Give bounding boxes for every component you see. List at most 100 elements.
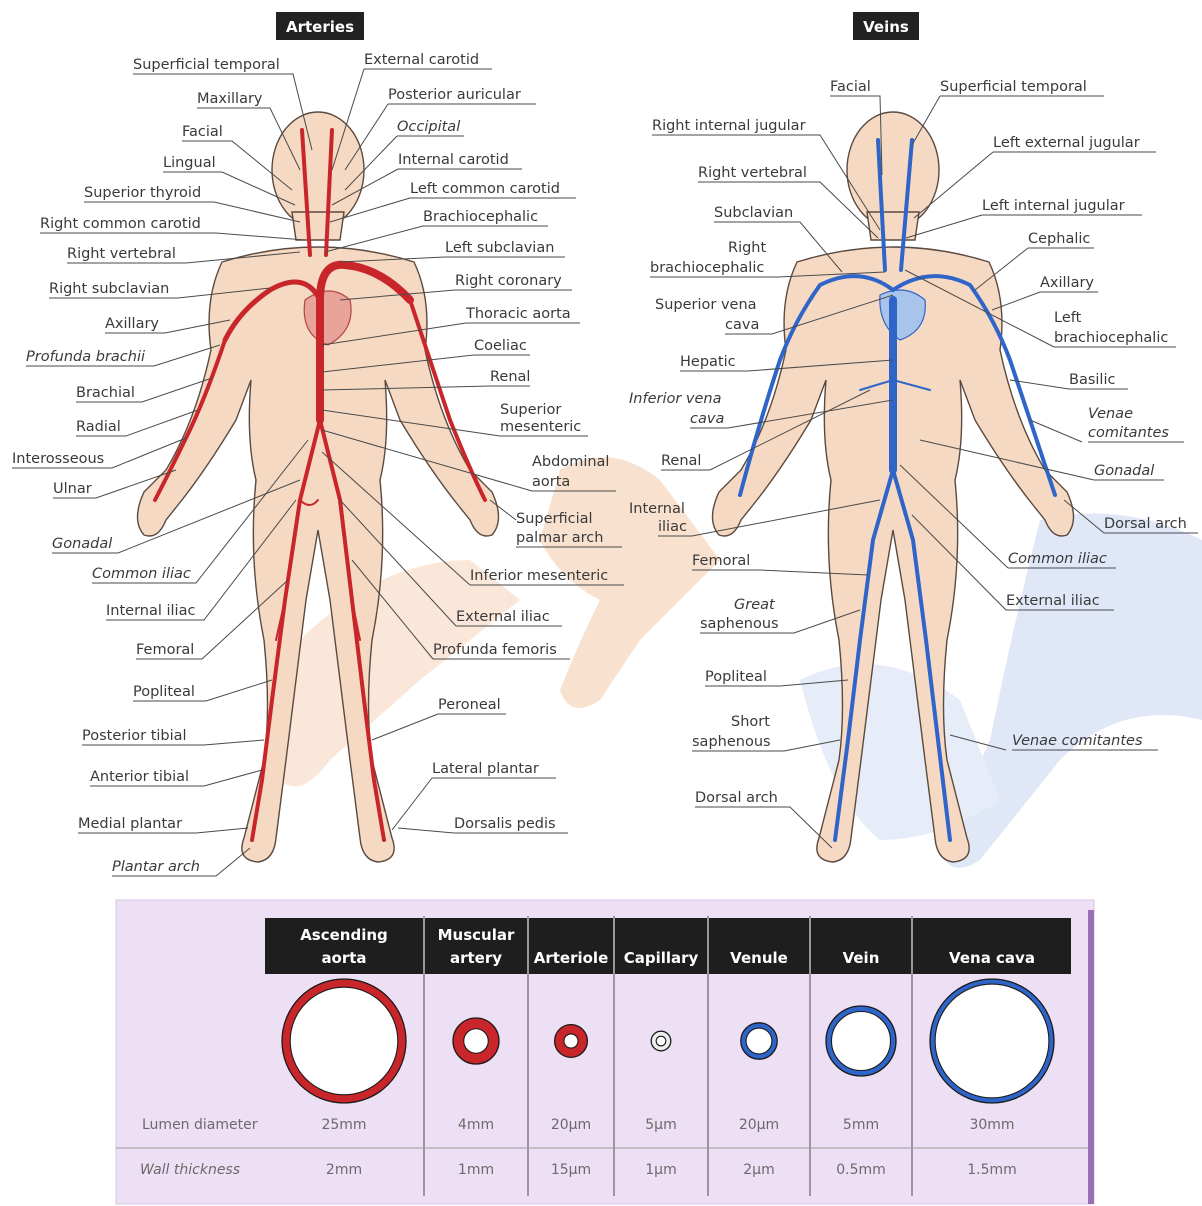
- veins-title: Veins: [863, 18, 909, 36]
- vessel-name-line1: Muscular: [438, 926, 515, 944]
- label-maxillary: Maxillary: [197, 91, 263, 107]
- label-left-brachiocephalic-1: Left: [1054, 310, 1082, 326]
- label-great-saphenous-1: Great: [734, 597, 776, 613]
- lumen-diameter-value: 20µm: [739, 1117, 779, 1133]
- vessel-name-line2: artery: [450, 949, 502, 967]
- label-plantar-arch: Plantar arch: [112, 859, 200, 875]
- label-femoral-vein: Femoral: [692, 553, 750, 569]
- arteries-title: Arteries: [286, 18, 354, 36]
- vessel-name: Vein: [843, 949, 880, 967]
- vessel-name: Capillary: [624, 949, 699, 967]
- vessel-name-line2: aorta: [321, 949, 366, 967]
- label-brachiocephalic-artery: Brachiocephalic: [423, 209, 538, 225]
- label-superficial-temporal-artery: Superficial temporal: [133, 57, 280, 73]
- label-left-external-jugular: Left external jugular: [993, 135, 1140, 151]
- vessel-cross-section-lumen: [746, 1028, 772, 1054]
- vessel-cross-section-lumen: [564, 1034, 578, 1048]
- vessel-name-line1: Ascending: [300, 926, 388, 944]
- vessel-name: Arteriole: [534, 949, 609, 967]
- label-lateral-plantar: Lateral plantar: [432, 761, 539, 777]
- label-basilic: Basilic: [1069, 372, 1115, 388]
- wall-thickness-value: 0.5mm: [836, 1162, 886, 1178]
- label-right-vertebral-artery: Right vertebral: [67, 246, 176, 262]
- label-radial: Radial: [76, 419, 121, 435]
- veins-header: Veins: [853, 12, 919, 40]
- label-renal-artery: Renal: [490, 369, 530, 385]
- label-dorsalis-pedis: Dorsalis pedis: [454, 816, 556, 832]
- label-internal-iliac-artery: Internal iliac: [106, 603, 195, 619]
- lumen-diameter-value: 20µm: [551, 1117, 591, 1133]
- label-superficial-temporal-vein: Superficial temporal: [940, 79, 1087, 95]
- label-hepatic: Hepatic: [680, 354, 736, 370]
- wall-thickness-value: 1mm: [458, 1162, 494, 1178]
- wall-thickness-value: 2mm: [326, 1162, 362, 1178]
- label-axillary-vein: Axillary: [1040, 275, 1094, 291]
- vessel-name: Venule: [730, 949, 788, 967]
- vessel-cross-section-lumen: [935, 984, 1049, 1098]
- label-superior-vena-cava-1: Superior vena: [655, 297, 757, 313]
- label-cephalic: Cephalic: [1028, 231, 1090, 247]
- label-right-internal-jugular: Right internal jugular: [652, 118, 806, 134]
- lumen-diameter-value: 5µm: [645, 1117, 676, 1133]
- label-dorsal-arch-foot: Dorsal arch: [695, 790, 778, 806]
- row-label-wall-thickness: Wall thickness: [140, 1162, 240, 1178]
- label-venae-comitantes-arm-1: Venae: [1088, 406, 1133, 422]
- label-right-brachiocephalic-1: Right: [728, 240, 766, 256]
- label-inferior-vena-cava-1: Inferior vena: [629, 391, 722, 407]
- label-peroneal: Peroneal: [438, 697, 501, 713]
- label-superior-thyroid: Superior thyroid: [84, 185, 201, 201]
- vessel-name: Vena cava: [949, 949, 1035, 967]
- label-abdominal-aorta-2: aorta: [532, 474, 570, 490]
- label-internal-iliac-vein-1: Internal: [629, 501, 685, 517]
- label-ulnar: Ulnar: [53, 481, 92, 497]
- wall-thickness-value: 1.5mm: [967, 1162, 1017, 1178]
- label-popliteal-vein: Popliteal: [705, 669, 767, 685]
- label-gonadal-vein: Gonadal: [1094, 463, 1154, 479]
- label-axillary-artery: Axillary: [105, 316, 159, 332]
- lumen-diameter-value: 5mm: [843, 1117, 879, 1133]
- vessel-cross-section-lumen: [464, 1029, 489, 1054]
- label-superficial-palmar-1: Superficial: [516, 511, 593, 527]
- label-thoracic-aorta: Thoracic aorta: [465, 306, 571, 322]
- label-anterior-tibial: Anterior tibial: [90, 769, 189, 785]
- label-right-coronary: Right coronary: [455, 273, 562, 289]
- label-abdominal-aorta-1: Abdominal: [532, 454, 609, 470]
- label-superior-mesenteric-1: Superior: [500, 402, 561, 418]
- label-left-common-carotid: Left common carotid: [410, 181, 560, 197]
- label-short-saphenous-1: Short: [731, 714, 770, 730]
- lumen-diameter-value: 30mm: [969, 1117, 1014, 1133]
- label-superficial-palmar-2: palmar arch: [516, 530, 603, 546]
- label-venae-comitantes-arm-2: comitantes: [1088, 425, 1169, 441]
- label-common-iliac-vein: Common iliac: [1008, 551, 1107, 567]
- label-superior-mesenteric-2: mesenteric: [500, 419, 581, 435]
- label-left-internal-jugular: Left internal jugular: [982, 198, 1125, 214]
- label-subclavian-vein: Subclavian: [714, 205, 793, 221]
- label-posterior-tibial: Posterior tibial: [82, 728, 187, 744]
- label-profunda-brachii: Profunda brachii: [26, 349, 145, 365]
- vessel-cross-section-lumen: [832, 1012, 891, 1071]
- label-right-vertebral-vein: Right vertebral: [698, 165, 807, 181]
- arteries-header: Arteries: [276, 12, 364, 40]
- label-interosseous: Interosseous: [12, 451, 104, 467]
- label-external-iliac-artery: External iliac: [456, 609, 550, 625]
- label-left-subclavian: Left subclavian: [445, 240, 554, 256]
- label-coeliac: Coeliac: [474, 338, 527, 354]
- lumen-diameter-value: 25mm: [321, 1117, 366, 1133]
- wall-thickness-value: 2µm: [743, 1162, 774, 1178]
- label-common-iliac-artery: Common iliac: [92, 566, 191, 582]
- label-superior-vena-cava-2: cava: [725, 317, 759, 333]
- label-facial-artery: Facial: [182, 124, 223, 140]
- label-medial-plantar: Medial plantar: [78, 816, 182, 832]
- label-inferior-vena-cava-2: cava: [690, 411, 724, 427]
- label-facial-vein: Facial: [830, 79, 871, 95]
- label-great-saphenous-2: saphenous: [700, 616, 779, 632]
- vessel-cross-section-lumen: [290, 987, 398, 1095]
- label-profunda-femoris: Profunda femoris: [433, 642, 557, 658]
- label-left-brachiocephalic-2: brachiocephalic: [1054, 330, 1168, 346]
- label-gonadal-artery: Gonadal: [52, 536, 112, 552]
- label-short-saphenous-2: saphenous: [692, 734, 771, 750]
- label-posterior-auricular: Posterior auricular: [388, 87, 521, 103]
- label-right-common-carotid: Right common carotid: [40, 216, 201, 232]
- vessel-cross-section-lumen: [656, 1036, 666, 1046]
